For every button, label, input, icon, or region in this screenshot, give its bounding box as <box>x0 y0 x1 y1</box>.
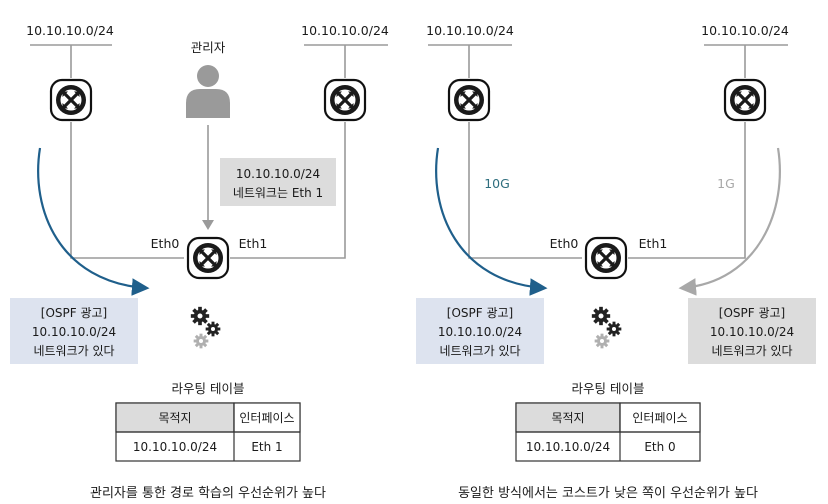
left-router-top-left <box>49 78 93 122</box>
right-ospf-box-left <box>416 298 544 364</box>
left-routing-table: 목적지 인터페이스 10.10.10.0/24 Eth 1 <box>115 402 301 462</box>
left-gears-icon <box>190 306 221 349</box>
right-table-cell-dest: 10.10.10.0/24 <box>526 440 610 454</box>
left-table-title: 라우팅 테이블 <box>172 381 245 396</box>
right-router-top-right <box>723 78 767 122</box>
right-routing-table: 목적지 인터페이스 10.10.10.0/24 Eth 0 <box>515 402 701 462</box>
admin-note-line1: 10.10.10.0/24 <box>236 167 320 181</box>
right-gears-icon <box>591 306 622 349</box>
right-caption: 동일한 방식에서는 코스트가 낮은 쪽이 우선순위가 높다 <box>458 486 758 501</box>
admin-person-icon <box>186 65 230 118</box>
left-router-top-right <box>323 78 367 122</box>
right-network-label-left: 10.10.10.0/24 <box>426 23 514 38</box>
left-ospf-arrow <box>37 147 150 296</box>
left-ospf-line3: 네트워크가 있다 <box>33 344 114 358</box>
right-ospf-left-line1: [OSPF 광고] <box>447 306 513 320</box>
right-ospf-right-line3: 네트워크가 있다 <box>711 344 792 358</box>
left-network-label-left: 10.10.10.0/24 <box>26 23 114 38</box>
left-ospf-line2: 10.10.10.0/24 <box>32 325 116 339</box>
admin-note-line2: 네트워크는 Eth 1 <box>233 186 323 200</box>
left-router-center <box>186 236 230 280</box>
left-table-cell-dest: 10.10.10.0/24 <box>133 440 217 454</box>
right-table-header-dest: 목적지 <box>551 411 584 425</box>
left-table-header-iface: 인터페이스 <box>239 411 294 425</box>
left-port-eth0: Eth0 <box>151 236 180 251</box>
left-table-cell-iface: Eth 1 <box>251 440 282 454</box>
right-link-1g-label: 1G <box>717 176 735 191</box>
right-ospf-right-line1: [OSPF 광고] <box>719 306 785 320</box>
left-network-label-right: 10.10.10.0/24 <box>301 23 389 38</box>
right-router-center <box>584 236 628 280</box>
right-links <box>468 45 746 259</box>
right-panel: 10.10.10.0/24 10.10.10.0/24 Eth0 Eth1 10… <box>416 23 816 501</box>
right-ospf-arrow-left <box>435 147 548 296</box>
right-link-10g-label: 10G <box>484 176 510 191</box>
left-links <box>70 45 346 259</box>
right-table-header-iface: 인터페이스 <box>632 411 687 425</box>
left-table-header-dest: 목적지 <box>158 411 191 425</box>
right-ospf-box-right <box>688 298 816 364</box>
right-ospf-arrow-right <box>678 147 781 296</box>
right-network-label-right: 10.10.10.0/24 <box>701 23 789 38</box>
right-router-top-left <box>447 78 491 122</box>
left-ospf-line1: [OSPF 광고] <box>41 306 107 320</box>
right-table-cell-iface: Eth 0 <box>644 440 675 454</box>
right-ospf-left-line3: 네트워크가 있다 <box>439 344 520 358</box>
right-ospf-left-line2: 10.10.10.0/24 <box>438 325 522 339</box>
right-port-eth0: Eth0 <box>550 236 579 251</box>
left-caption: 관리자를 통한 경로 학습의 우선순위가 높다 <box>90 486 326 501</box>
left-ospf-box <box>10 298 138 364</box>
right-table-title: 라우팅 테이블 <box>572 381 645 396</box>
admin-label: 관리자 <box>191 40 226 55</box>
right-port-eth1: Eth1 <box>639 236 668 251</box>
left-port-eth1: Eth1 <box>239 236 268 251</box>
admin-note-box <box>220 158 336 206</box>
right-ospf-right-line2: 10.10.10.0/24 <box>710 325 794 339</box>
left-panel: 10.10.10.0/24 10.10.10.0/24 Eth0 Eth1 관리… <box>10 23 389 501</box>
admin-arrow-head <box>202 220 214 230</box>
